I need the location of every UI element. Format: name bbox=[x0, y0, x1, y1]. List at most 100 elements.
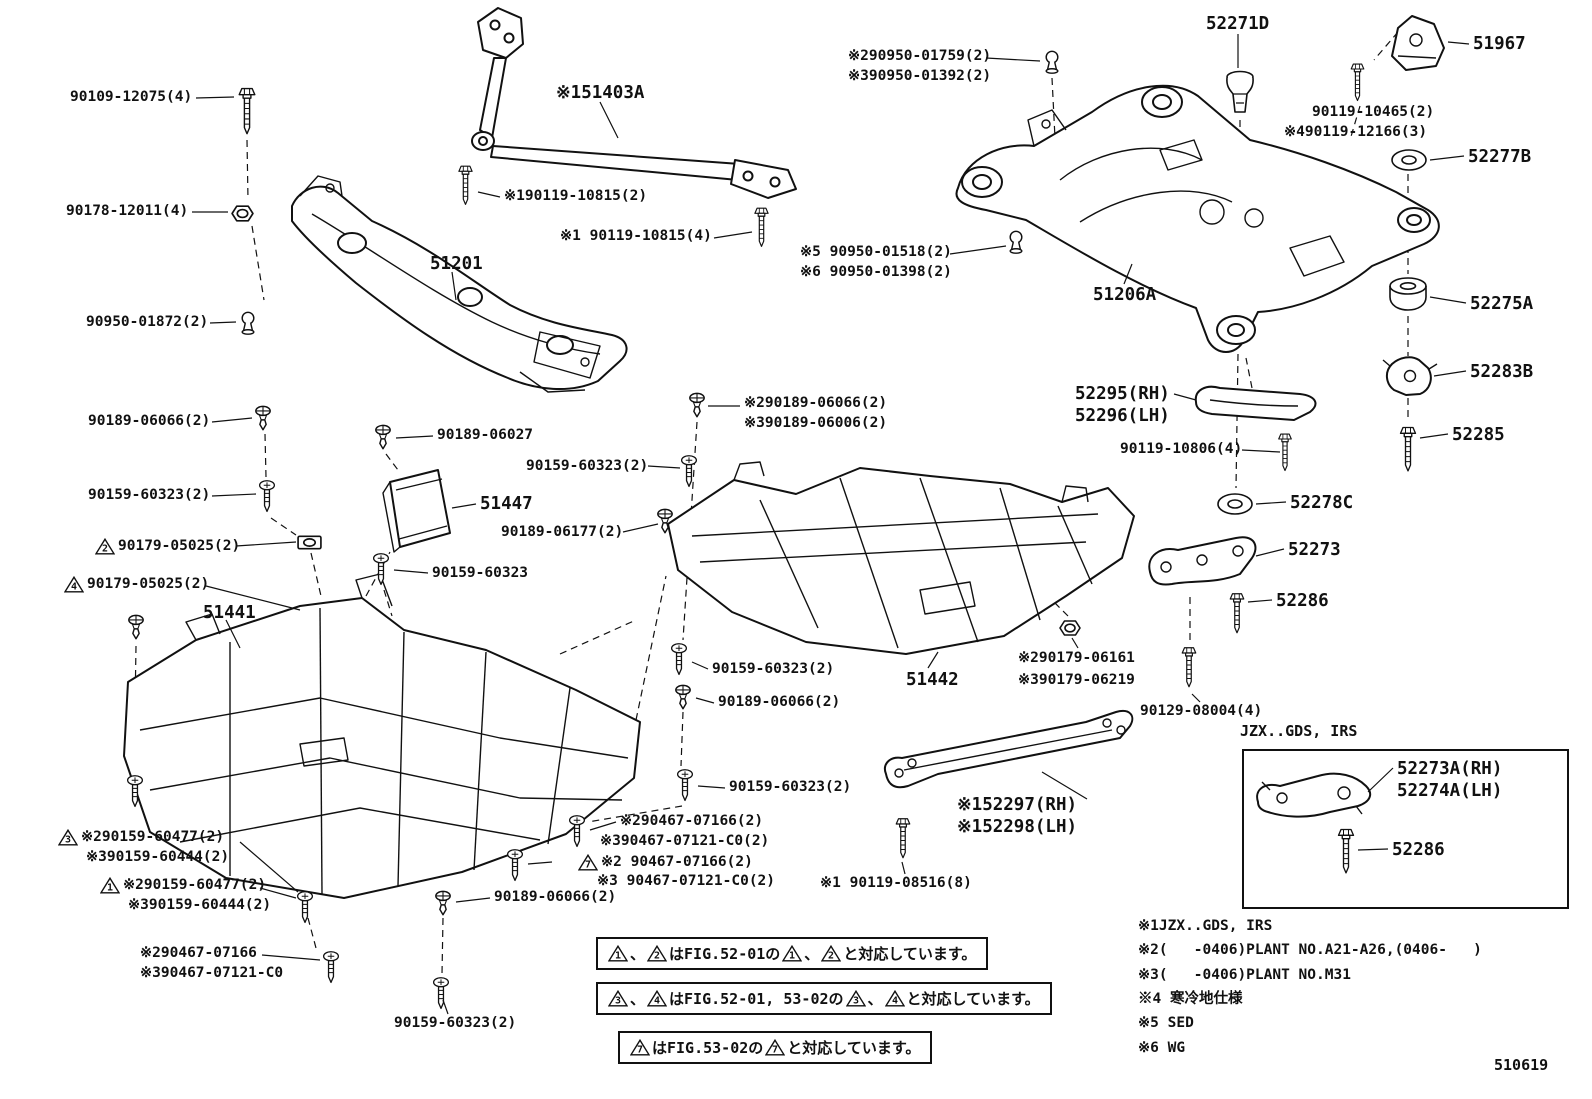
part-number-label: 51201 bbox=[430, 254, 483, 274]
legend-text: はFIG.52-01, 53-02の bbox=[669, 990, 844, 1008]
triangle-4-marker: 4 bbox=[647, 990, 668, 1007]
clip-icon bbox=[675, 684, 691, 710]
part-number-text: 90189-06027 bbox=[437, 427, 534, 443]
part-number-label: ※152297(RH) bbox=[957, 796, 1077, 815]
part-number-label: 90189-06066(2) bbox=[494, 889, 616, 905]
part-number-text: 52286 bbox=[1392, 840, 1445, 860]
part-number-text: ※390159-60444(2) bbox=[128, 897, 272, 913]
part-number-text: 51447 bbox=[480, 494, 533, 514]
part-number-label: 90189-06027 bbox=[437, 427, 534, 443]
bumper-cushion-icon bbox=[1226, 70, 1254, 113]
part-number-text: 90119-10465(2) bbox=[1312, 104, 1435, 120]
triangle-7-marker: 7 bbox=[630, 1039, 650, 1056]
part-number-label: ※6 90950-01398(2) bbox=[800, 264, 952, 280]
under-cover-51441-art bbox=[123, 573, 641, 899]
bolt-icon bbox=[1350, 63, 1365, 102]
part-number-label: 7※2 90467-07166(2) bbox=[578, 854, 753, 871]
under-cover-51442-art bbox=[667, 461, 1135, 655]
part-number-label: ※390159-60444(2) bbox=[128, 897, 272, 913]
part-number-label: 51447 bbox=[480, 494, 533, 514]
bolt-icon bbox=[1337, 828, 1355, 874]
part-number-text: ※390179-06219 bbox=[1018, 672, 1135, 688]
svg-text:3: 3 bbox=[65, 835, 71, 846]
part-number-text: 90159-60323 bbox=[432, 565, 529, 581]
part-number-label: 52285 bbox=[1452, 426, 1505, 445]
leader-lines bbox=[192, 34, 1470, 1015]
part-number-text: 52271D bbox=[1206, 14, 1270, 34]
part-number-label: 51442 bbox=[906, 671, 959, 690]
triangle-4-marker: 4 bbox=[64, 576, 84, 593]
part-number-label: 52277B bbox=[1468, 148, 1531, 167]
footnote: ※5 SED bbox=[1138, 1015, 1194, 1032]
part-number-text: 51441 bbox=[203, 603, 256, 623]
part-number-text: 52275A bbox=[1470, 294, 1534, 314]
part-number-text: ※390159-60444(2) bbox=[86, 849, 230, 865]
part-number-label: ※390467-07121-C0(2) bbox=[600, 833, 770, 849]
part-number-label: ※290467-07166(2) bbox=[620, 813, 764, 829]
stay-52297-art bbox=[884, 710, 1134, 789]
part-number-label: 90159-60323(2) bbox=[88, 487, 210, 503]
part-number-label: 90159-60323(2) bbox=[729, 779, 851, 795]
part-number-text: 52283B bbox=[1470, 362, 1534, 382]
part-number-label: 52273 bbox=[1288, 541, 1341, 560]
part-number-text: ※390467-07121-C0(2) bbox=[600, 833, 770, 849]
part-number-text: ※1 90119-08516(8) bbox=[820, 875, 972, 891]
legend-text: 、 bbox=[630, 990, 646, 1008]
part-number-text: 90189-06177(2) bbox=[501, 524, 624, 540]
under-cover-51447-art bbox=[382, 469, 451, 553]
bushing-icon bbox=[1389, 277, 1427, 311]
triangle-1-marker: 1 bbox=[100, 877, 120, 894]
part-number-label: 51967 bbox=[1473, 34, 1526, 54]
bolt-icon bbox=[238, 87, 256, 135]
part-number-label: 90119-10465(2) bbox=[1312, 104, 1435, 120]
part-number-text: ※290467-07166(2) bbox=[620, 813, 764, 829]
inset-box bbox=[1242, 749, 1569, 909]
inset-title: JZX..GDS, IRS bbox=[1240, 722, 1358, 740]
part-number-label: ※390179-06219 bbox=[1018, 672, 1135, 688]
svg-text:2: 2 bbox=[654, 951, 660, 962]
bracket-51967-art bbox=[1391, 15, 1445, 71]
part-number-label: 90189-06177(2) bbox=[501, 524, 624, 540]
screw-icon bbox=[258, 480, 276, 513]
ball-stud-icon bbox=[1045, 50, 1059, 74]
nut-icon bbox=[231, 205, 254, 222]
part-number-text: 52273A(RH) bbox=[1397, 759, 1503, 779]
clip-icon bbox=[255, 405, 271, 431]
part-number-label: ※290950-01759(2) bbox=[848, 48, 991, 64]
svg-text:1: 1 bbox=[615, 951, 621, 962]
part-number-text: 90119-10806(4) bbox=[1120, 441, 1243, 457]
triangle-1-marker: 1 bbox=[608, 945, 628, 962]
part-number-text: 52295(RH) bbox=[1075, 384, 1170, 404]
part-number-text: ※151403A bbox=[556, 83, 645, 103]
rear-suspension-member-art bbox=[955, 84, 1440, 353]
svg-text:4: 4 bbox=[654, 996, 660, 1007]
triangle-3-marker: 3 bbox=[58, 829, 78, 846]
nut-icon bbox=[1059, 620, 1081, 636]
footnotes: ※1JZX..GDS, IRS※2( -0406)PLANT NO.A21-A2… bbox=[1138, 914, 1482, 1060]
svg-text:2: 2 bbox=[102, 544, 108, 555]
part-number-text: 90179-05025(2) bbox=[118, 537, 241, 554]
part-number-text: 52286 bbox=[1276, 591, 1329, 611]
legend-text: 、 bbox=[804, 945, 820, 963]
brace-52273-art bbox=[1148, 536, 1257, 586]
legend-text: と対応しています。 bbox=[787, 1039, 921, 1057]
part-number-text: ※290189-06066(2) bbox=[744, 395, 888, 411]
part-number-label: 52296(LH) bbox=[1075, 407, 1170, 426]
part-number-label: 90119-10806(4) bbox=[1120, 441, 1243, 457]
part-number-text: ※2 90467-07166(2) bbox=[601, 853, 753, 870]
part-number-label: 90159-60323(2) bbox=[712, 661, 834, 677]
screw-icon bbox=[506, 849, 524, 882]
part-number-text: 90178-12011(4) bbox=[66, 203, 189, 219]
washer-icon bbox=[1391, 149, 1427, 171]
screw-icon bbox=[676, 769, 694, 802]
part-number-text: 51201 bbox=[430, 254, 483, 274]
part-number-label: ※152298(LH) bbox=[957, 818, 1077, 837]
part-number-text: ※390950-01392(2) bbox=[848, 68, 992, 84]
part-number-text: 51967 bbox=[1473, 34, 1526, 54]
ball-stud-icon bbox=[241, 311, 255, 335]
part-number-label: 52278C bbox=[1290, 494, 1353, 513]
part-number-text: ※1 90119-10815(4) bbox=[560, 228, 712, 244]
